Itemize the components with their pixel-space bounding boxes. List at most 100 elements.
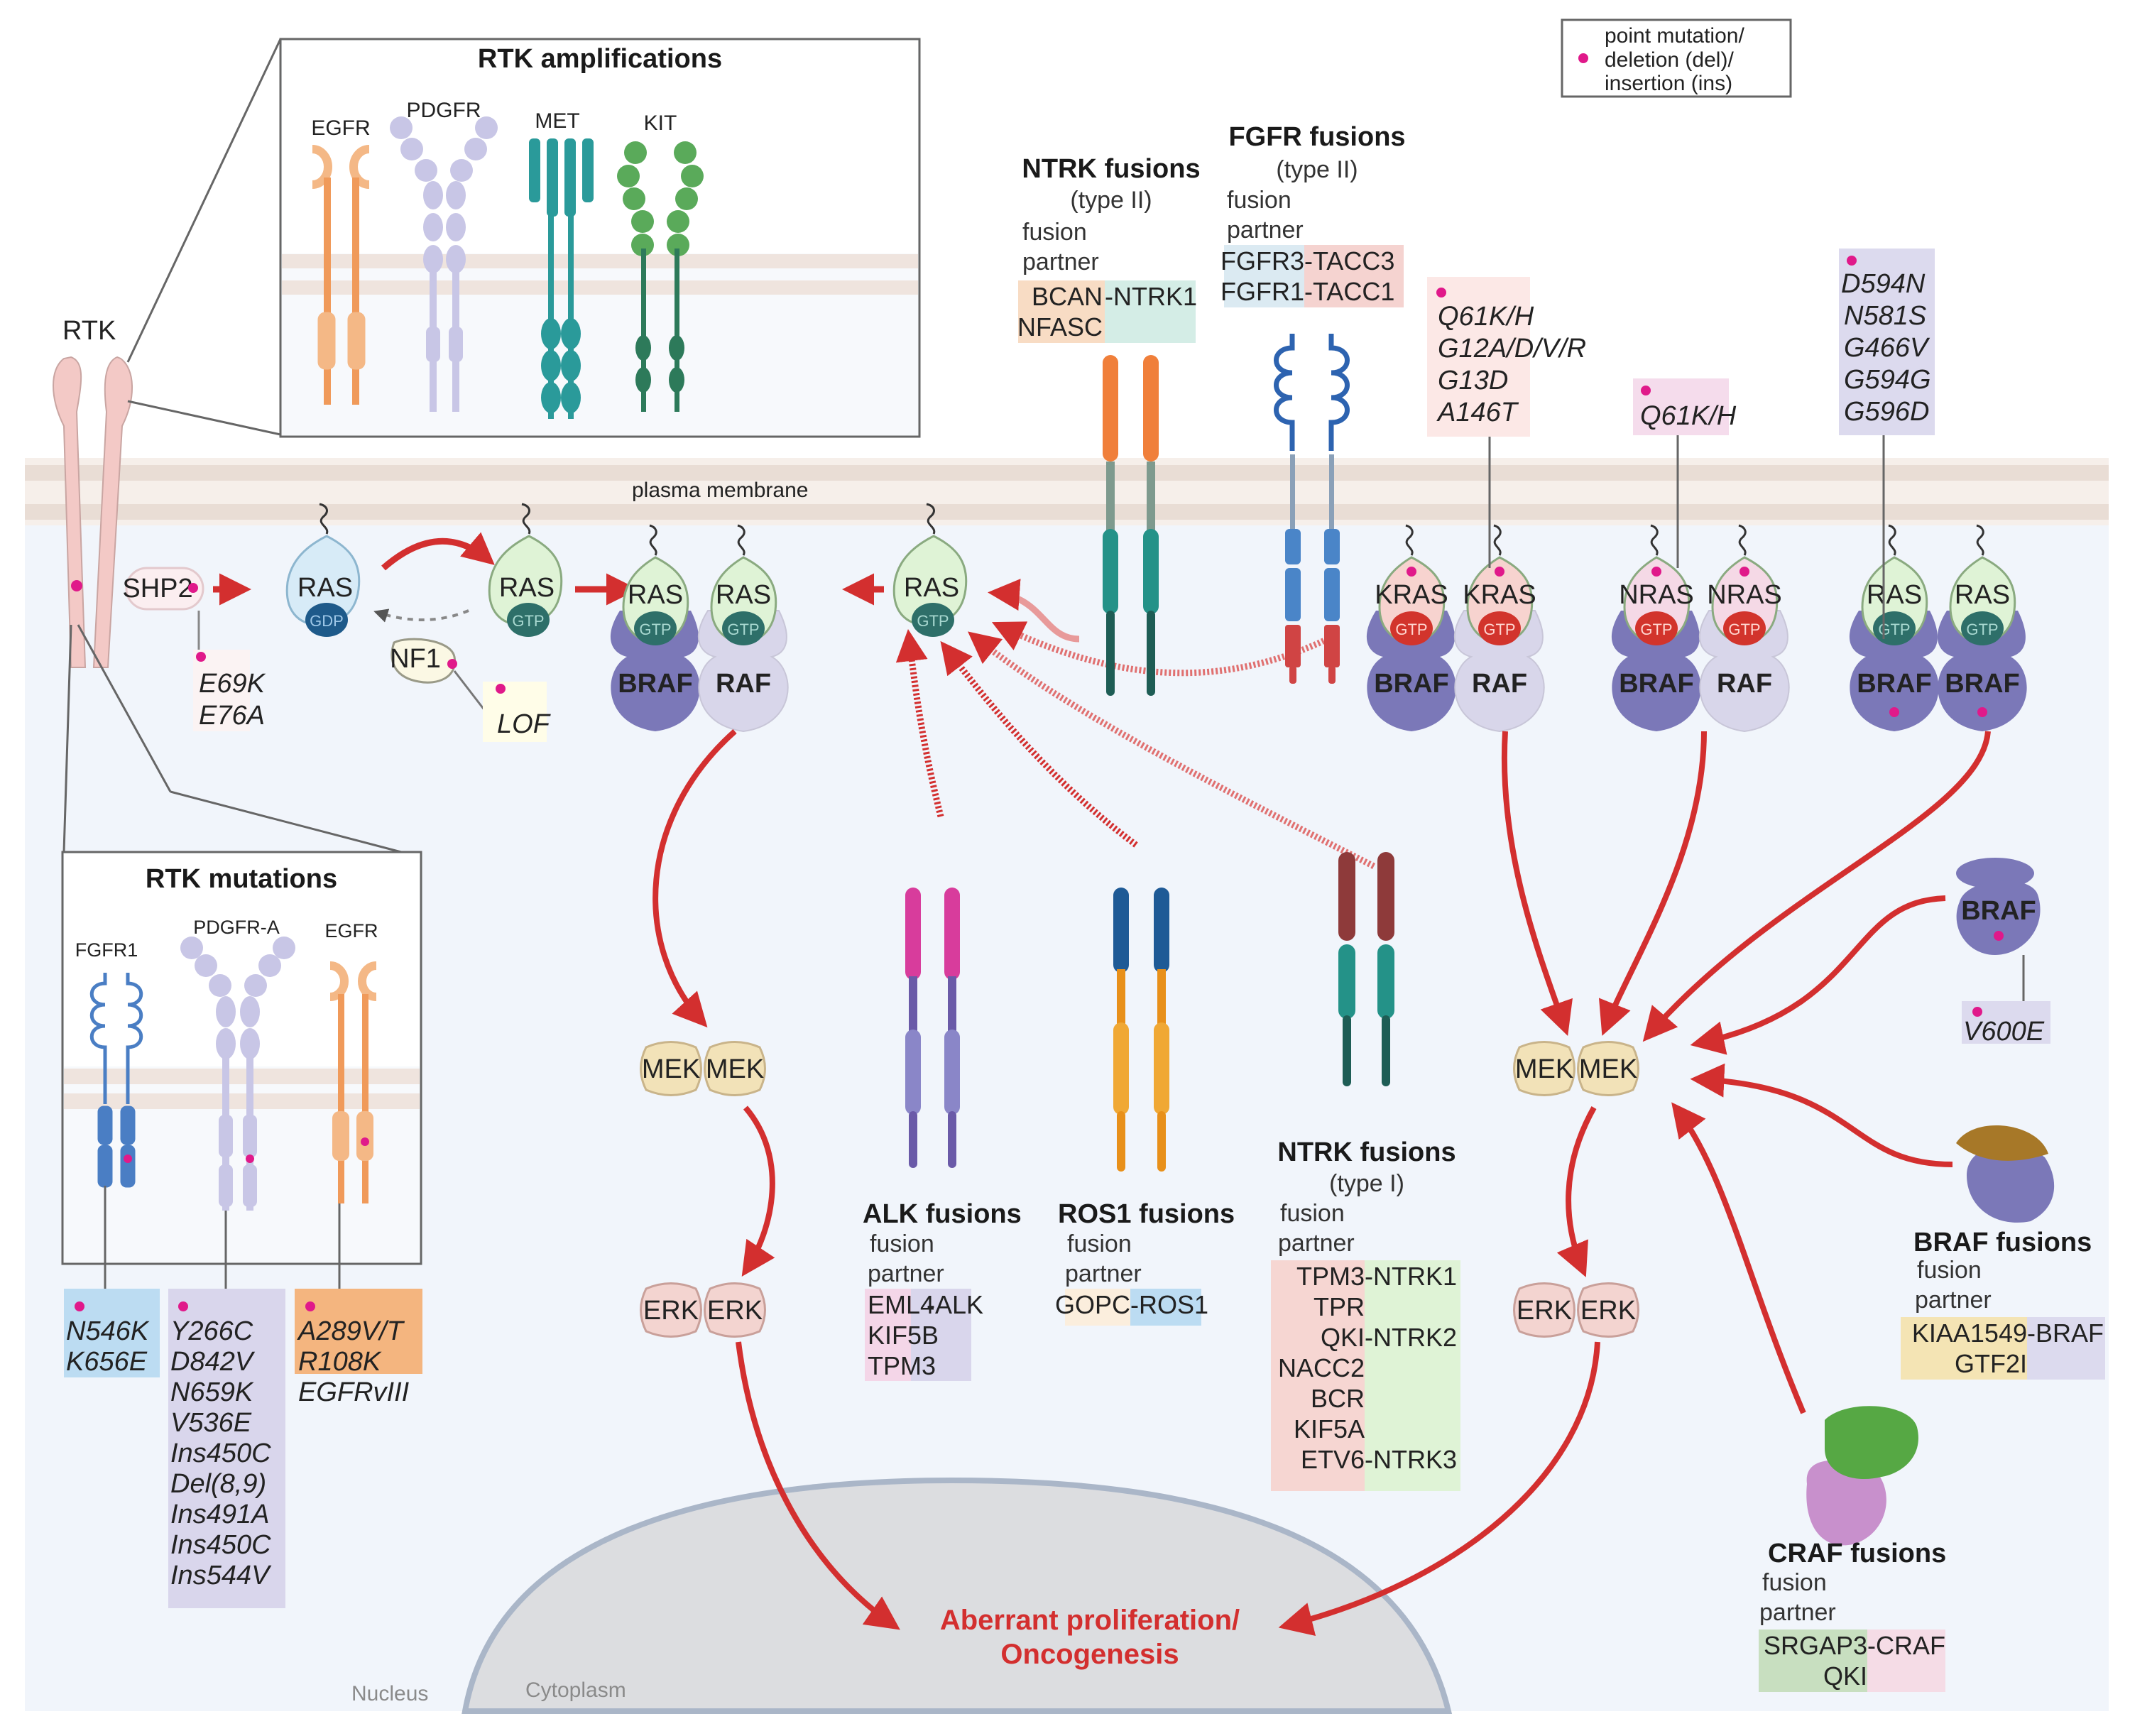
zoom-line	[127, 400, 281, 436]
fusion-partner: QKI	[1321, 1323, 1365, 1352]
fusion-partner: SRGAP3	[1764, 1631, 1867, 1660]
activation-arrow	[967, 631, 1376, 870]
pdgfra-mutation-list	[168, 1289, 285, 1608]
lipid-anchor-icon	[1976, 524, 1984, 556]
raf-kinase	[1453, 610, 1545, 733]
receptor-label-egfr: EGFR	[324, 920, 378, 941]
mutation-label: E69K	[199, 669, 266, 699]
fusion-title: BRAF fusions	[1913, 1228, 2092, 1257]
membrane-label: plasma membrane	[632, 479, 808, 502]
fusion-partner: ETV6	[1301, 1445, 1365, 1474]
fusion-partner: NFASC	[1017, 312, 1103, 342]
shp2-protein: SHP2 E69K E76A	[122, 567, 266, 731]
raf-kinase	[697, 610, 789, 733]
egfr-mutation-list	[295, 1289, 422, 1374]
rtk-mutations-panel: RTK mutations FGFR1 PDGFR-A EGFR	[61, 851, 422, 1289]
fusion-subtitle: (type II)	[1070, 187, 1152, 214]
fusion-label: partner	[1278, 1230, 1355, 1257]
fusion-label: partner	[868, 1260, 944, 1287]
kras-mutation-list: Q61K/H G12A/D/V/R G13D A146T	[1427, 277, 1586, 568]
fusion-partner: TPM3	[868, 1351, 936, 1380]
mutation-label: Q61K/H	[1438, 302, 1534, 332]
craf-fusion-protein-icon	[1806, 1406, 1918, 1546]
fusion-kinase: -TACC1	[1304, 277, 1394, 306]
activation-arrow	[381, 532, 495, 571]
receptor-label-fgfr1: FGFR1	[75, 939, 138, 961]
braf-kinase	[1611, 611, 1701, 731]
met-receptor-icon	[529, 138, 594, 419]
fusion-label: partner	[1227, 217, 1304, 244]
fgfr1-receptor-icon	[89, 973, 143, 1188]
mutation-label: A146T	[1436, 398, 1519, 427]
mutation-dot-icon	[1651, 567, 1661, 577]
fusion-label: fusion	[870, 1230, 934, 1257]
mutation-label: Ins450C	[170, 1530, 271, 1560]
gtp-label: GTP	[512, 612, 544, 630]
pdgfr-receptor-icon	[390, 116, 498, 412]
fgfr-fusion-label: FGFR fusions (type II) fusion partner FG…	[1220, 122, 1406, 307]
fusion-partner: NACC2	[1278, 1353, 1365, 1382]
fusion-label: fusion	[1917, 1257, 1982, 1284]
erk-label: ERK	[1517, 1296, 1572, 1326]
mutation-label: LOF	[497, 709, 551, 739]
rtk-label: RTK	[62, 316, 116, 346]
ras-center-protein: RAS GTP	[892, 503, 968, 637]
outcome-label: Oncogenesis	[1000, 1639, 1179, 1670]
fusion-kinase: -ROS1	[1130, 1290, 1208, 1319]
mutation-dot-icon	[71, 580, 82, 591]
fusion-label: fusion	[1022, 219, 1087, 246]
fusion-label: partner	[1065, 1260, 1142, 1287]
mutation-label: K656E	[66, 1347, 148, 1377]
fusion-kinase: -NTRK2	[1365, 1323, 1457, 1352]
mutation-label: A289V/T	[297, 1316, 405, 1346]
zoom-line	[170, 790, 402, 853]
raf-label: RAF	[1717, 669, 1772, 699]
gtp-label: GTP	[1728, 621, 1760, 638]
mutation-label: D594N	[1841, 269, 1926, 299]
ras-label: RAS	[716, 580, 771, 610]
ntrk-type1-label: NTRK fusions (type I) fusion partner	[1271, 1137, 1460, 1491]
activation-arrow	[652, 729, 737, 1028]
legend: point mutation/ deletion (del)/ insertio…	[1561, 18, 1792, 98]
fusion-partner: QKI	[1823, 1661, 1867, 1691]
fusion-title: ALK fusions	[863, 1199, 1022, 1229]
ros1-fusion-receptor-icon	[1113, 888, 1169, 1172]
activation-arrow	[1690, 1063, 1953, 1167]
mek-right-pair: MEK MEK	[1513, 1041, 1639, 1096]
legend-line: deletion (del)/	[1605, 48, 1734, 72]
gtp-icon	[1390, 611, 1433, 645]
fusion-partner: KIF5A	[1294, 1414, 1365, 1443]
fusion-label: fusion	[1067, 1230, 1132, 1257]
gtp-label: GTP	[1640, 621, 1672, 638]
mutation-label: V536E	[170, 1408, 252, 1438]
mutation-label: G13D	[1438, 366, 1508, 395]
fusion-partner: KIAA1549	[1912, 1319, 2027, 1348]
fusion-title: NTRK fusions	[1277, 1137, 1456, 1167]
gtp-label: GTP	[1966, 621, 1998, 638]
mutation-label: G594G	[1844, 365, 1931, 395]
receptor-label-pdgfr: PDGFR	[407, 99, 481, 122]
raf-label: BRAF	[1374, 669, 1449, 699]
fusion-partner: GOPC	[1055, 1290, 1130, 1319]
rtk-amplifications-panel: RTK amplifications EGFR PDGFR MET KIT	[279, 38, 921, 438]
ras-label: KRAS	[1463, 580, 1536, 610]
legend-line: insertion (ins)	[1605, 72, 1732, 95]
activation-arrow	[895, 629, 944, 818]
inhibition-arrow	[373, 608, 469, 623]
fusion-partner: EML4	[868, 1290, 934, 1319]
ntrk-type1-fusion-rows: TPM3-NTRK1TPRQKI-NTRK2NACC2BCRKIF5AETV6-…	[1278, 1262, 1457, 1474]
fgfr-fusion-receptor-icon	[1274, 334, 1350, 684]
mutation-label: Ins544V	[170, 1561, 272, 1590]
alk-fusion-receptor-icon	[905, 888, 960, 1168]
fusion-kinase: -NTRK3	[1365, 1445, 1457, 1474]
fusion-partner: BCAN	[1032, 282, 1103, 311]
mutation-label: G596D	[1844, 397, 1929, 427]
fusion-label: fusion	[1762, 1569, 1827, 1596]
activation-arrow	[991, 621, 1329, 677]
alk-fusion-label: ALK fusions fusion partner EML4 -ALK KIF…	[863, 1199, 1022, 1381]
lipid-anchor-icon	[1493, 524, 1502, 556]
receptor-label-pdgfra: PDGFR-A	[193, 917, 280, 938]
zoom-line	[62, 624, 72, 853]
mek-label: MEK	[642, 1054, 700, 1084]
